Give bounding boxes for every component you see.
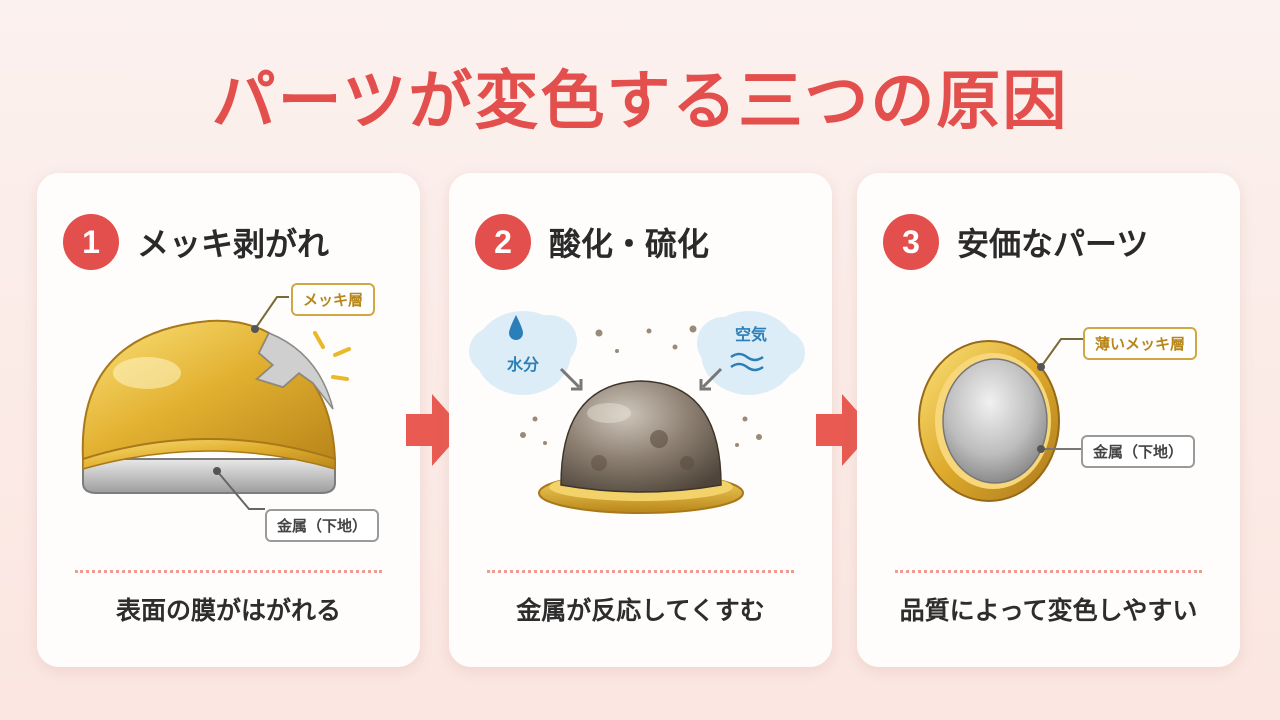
page-title: パーツが変色する三つの原因 <box>211 65 1069 139</box>
base-metal-label: 金属（下地） <box>1081 435 1196 468</box>
dotted-divider <box>75 570 382 573</box>
number-badge: 3 <box>883 214 939 270</box>
base-metal-label: 金属（下地） <box>265 509 380 542</box>
card-title: メッキ剥がれ <box>137 225 330 263</box>
cause-card-oxidation: 2 酸化・硫化 <box>449 173 832 667</box>
card-header: 2 酸化・硫化 <box>475 209 709 275</box>
dotted-divider <box>487 570 794 573</box>
card-caption: 表面の膜がはがれる <box>115 596 341 625</box>
peeling-plating-illustration <box>81 296 351 510</box>
arrow-right-icon <box>406 394 464 466</box>
card-title: 酸化・硫化 <box>549 225 710 263</box>
cause-card-plating-peel: 1 メッキ剥がれ メッキ層 金属（下地） 表面の膜がはがれる <box>37 173 420 667</box>
arrow-right-icon <box>816 394 874 466</box>
card-title: 安価なパーツ <box>957 225 1149 263</box>
plating-layer-label: メッキ層 <box>291 283 376 316</box>
moisture-label: 水分 <box>506 355 539 374</box>
thin-plating-label: 薄いメッキ層 <box>1083 327 1198 360</box>
cause-card-cheap-parts: 3 安価なパーツ 薄いメッキ層 金属（下地） 品質によって変色しやすい <box>857 173 1240 667</box>
air-label: 空気 <box>734 325 767 344</box>
number-badge: 1 <box>63 214 119 270</box>
dotted-divider <box>895 570 1202 573</box>
card-header: 3 安価なパーツ <box>883 209 1148 275</box>
number-badge: 2 <box>475 214 531 270</box>
card-caption: 金属が反応してくすむ <box>516 596 765 625</box>
thin-plated-disc-illustration <box>918 338 1083 502</box>
tarnished-dome-illustration <box>469 311 805 514</box>
card-header: 1 メッキ剥がれ <box>63 209 329 275</box>
card-caption: 品質によって変色しやすい <box>899 596 1198 625</box>
